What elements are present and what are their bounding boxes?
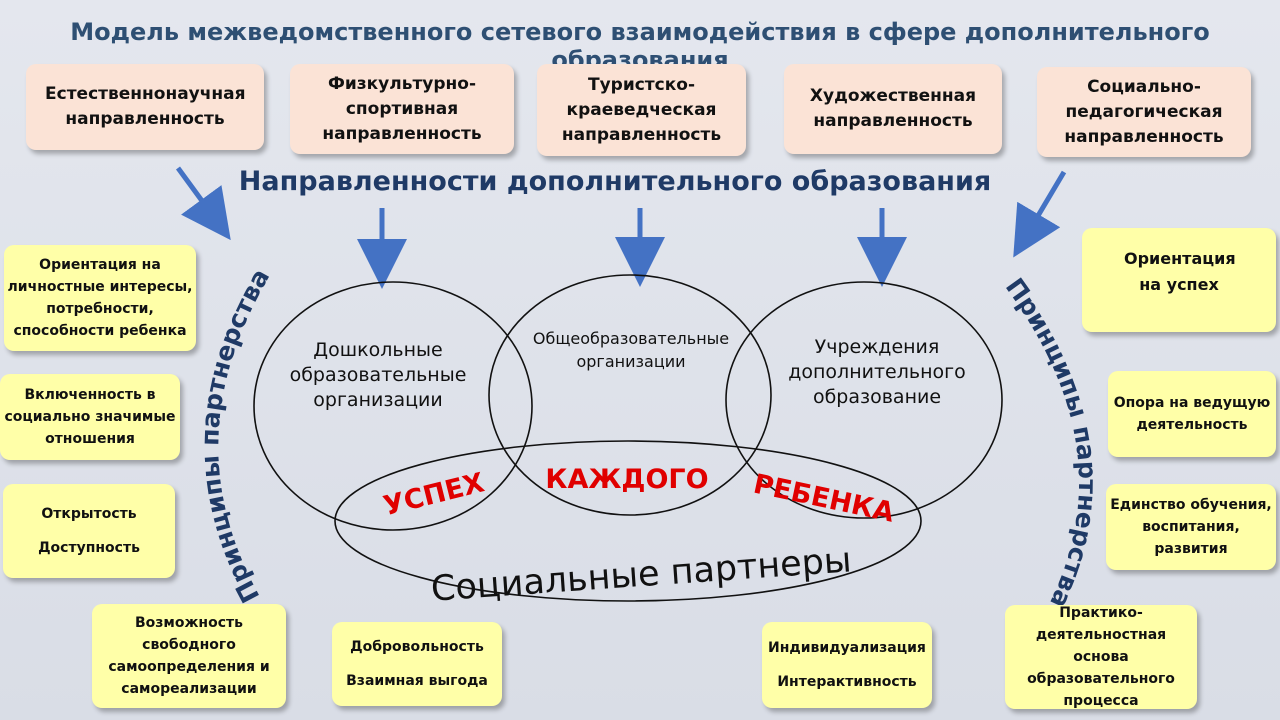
direction-label: Естественнонаучная направленность	[45, 84, 246, 129]
direction-label: Физкультурно-спортивная направленность	[322, 73, 482, 144]
principle-label: Взаимная выгода	[346, 673, 488, 689]
principle-label: Открытость	[41, 506, 137, 522]
principles-label-left: Принципы партнерства	[195, 264, 275, 608]
principle-label: Доступность	[38, 540, 140, 556]
principle-openness-accessibility: Открытость Доступность	[3, 484, 175, 578]
principle-label: Возможность свободного самоопределения и…	[108, 615, 270, 697]
direction-label: Туристско-краеведческая направленность	[561, 74, 722, 145]
direction-sports: Физкультурно-спортивная направленность	[290, 64, 514, 154]
principle-label: Ориентация на успех	[1124, 249, 1236, 294]
direction-art: Художественная направленность	[784, 64, 1002, 154]
principle-label: Опора на ведущую деятельность	[1113, 395, 1271, 433]
page-title: Модель межведомственного сетевого взаимо…	[70, 18, 1210, 74]
principle-label: Ориентация на личностные интересы, потре…	[7, 257, 193, 339]
arrow-icon	[1013, 170, 1067, 258]
principle-label: Интерактивность	[777, 674, 917, 690]
direction-social-pedagogical: Социально-педагогическая направленность	[1037, 67, 1251, 157]
principle-success-orientation: Ориентация на успех	[1082, 228, 1276, 332]
principle-label: Включенность в социально значимые отноше…	[4, 387, 176, 447]
arrow-icon	[175, 166, 231, 241]
principle-unity-of-learning: Единство обучения, воспитания, развития	[1106, 484, 1276, 570]
circle-general-label: Общеобразовательные организации	[532, 329, 730, 371]
ellipse-partners	[334, 440, 922, 602]
circle-general	[488, 274, 772, 516]
principle-label: Добровольность	[350, 639, 484, 655]
circle-additional-label: Учреждения дополнительного образование	[788, 336, 966, 408]
principle-social-involvement: Включенность в социально значимые отноше…	[0, 374, 180, 460]
direction-tourism: Туристско-краеведческая направленность	[537, 64, 746, 156]
direction-label: Социально-педагогическая направленность	[1064, 76, 1224, 147]
circle-preschool-label: Дошкольные образовательные организации	[289, 339, 467, 411]
principle-leading-activity: Опора на ведущую деятельность	[1108, 371, 1276, 457]
direction-natural-science: Естественнонаучная направленность	[26, 64, 264, 150]
partners-label: Социальные партнеры	[430, 540, 853, 609]
principle-personal-interests: Ориентация на личностные интересы, потре…	[4, 245, 196, 351]
principle-label: Практико-деятельностная основа образоват…	[1027, 605, 1175, 709]
direction-label: Художественная направленность	[809, 86, 977, 131]
principle-practical-basis: Практико-деятельностная основа образоват…	[1005, 605, 1197, 709]
principle-individualization-interactivity: Индивидуализация Интерактивность	[762, 622, 932, 708]
principle-label: Единство обучения, воспитания, развития	[1110, 497, 1272, 557]
principle-label: Индивидуализация	[768, 640, 926, 656]
slogan-word-success: УСПЕХ	[380, 467, 487, 522]
directions-heading: Направленности дополнительного образован…	[238, 166, 992, 197]
principle-self-determination: Возможность свободного самоопределения и…	[92, 604, 286, 708]
principle-voluntariness-mutual-benefit: Добровольность Взаимная выгода	[332, 622, 502, 706]
slogan-word-each: КАЖДОГО	[545, 464, 708, 495]
circle-additional	[725, 281, 1003, 519]
circle-preschool	[253, 281, 533, 531]
